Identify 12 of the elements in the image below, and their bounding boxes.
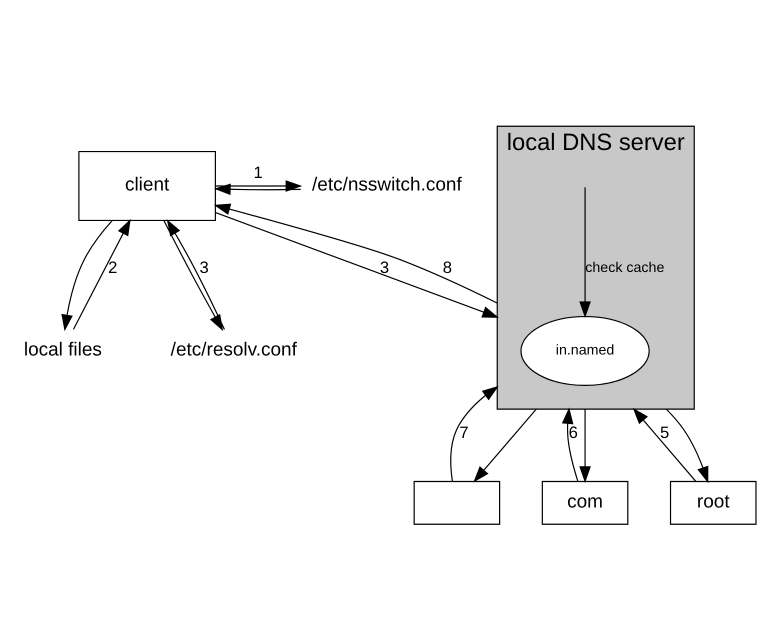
edge-label: 1 [253, 162, 263, 182]
edge-label: 3 [380, 257, 390, 276]
edge-label: 8 [442, 257, 452, 276]
node-text: /etc/nsswitch.conf [312, 174, 462, 196]
edge-label: 6 [568, 422, 578, 442]
edge-label: 2 [108, 257, 118, 276]
edge-label: 3 [199, 257, 209, 276]
node-text: local files [24, 338, 102, 360]
edge-label: 5 [660, 422, 670, 442]
node-text: /etc/resolv.conf [170, 338, 297, 360]
edge-label: 7 [459, 422, 469, 442]
edge-label: check cache [585, 260, 664, 276]
